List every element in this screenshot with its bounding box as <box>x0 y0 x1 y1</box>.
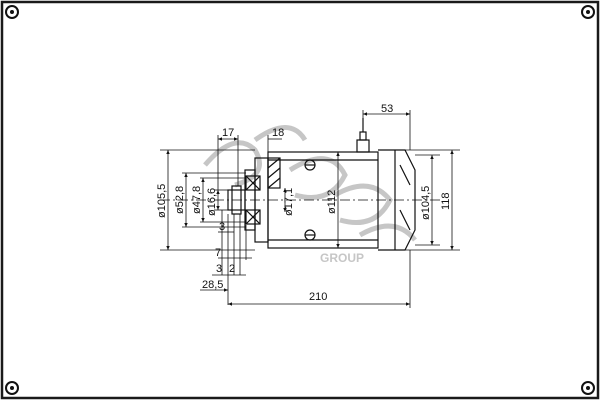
corner-bolt-icon <box>5 5 19 19</box>
dim-105-5: ø105,5 <box>156 184 168 218</box>
dim-2: 2 <box>229 263 235 275</box>
dim-3b: 3 <box>216 263 222 275</box>
dim-7: 7 <box>215 247 221 259</box>
svg-text:GROUP: GROUP <box>320 251 364 265</box>
corner-bolt-icon <box>581 381 595 395</box>
corner-bolt-icon <box>5 381 19 395</box>
dim-28-5: 28,5 <box>202 279 223 291</box>
corner-bolt-icon <box>581 5 595 19</box>
watermark-logo-icon: GROUP <box>203 125 417 265</box>
dim-53: 53 <box>381 103 393 115</box>
motor-body <box>160 118 440 251</box>
dimension-lines <box>160 110 460 308</box>
dim-16-6: ø16,6 <box>206 188 218 216</box>
dim-104-5: ø104,5 <box>420 186 432 220</box>
dim-112: ø112 <box>326 190 338 214</box>
dim-3: 3 <box>219 221 225 233</box>
dim-17: 17 <box>222 127 234 139</box>
dim-210: 210 <box>309 291 327 303</box>
dim-18: 18 <box>272 127 284 139</box>
dim-118: 118 <box>440 192 452 210</box>
dim-52-8: ø52,8 <box>174 186 186 214</box>
dim-17-1: ø17,1 <box>283 188 295 216</box>
dim-47-8: ø47,8 <box>191 186 203 214</box>
